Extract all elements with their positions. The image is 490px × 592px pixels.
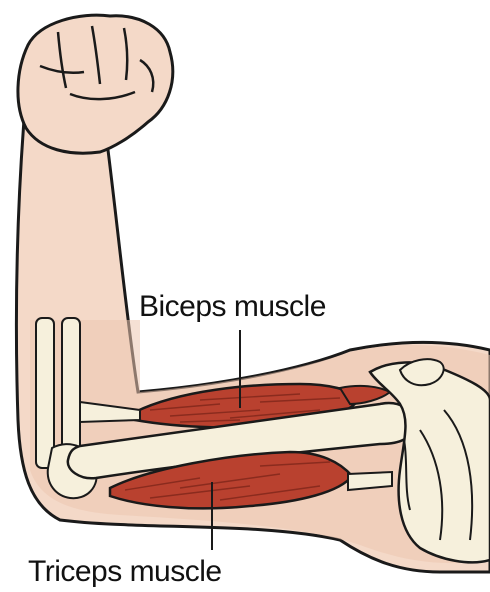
biceps-label: Biceps muscle — [139, 292, 326, 322]
fist-icon — [18, 15, 173, 153]
radius-bone — [36, 318, 54, 468]
triceps-tendon — [348, 472, 392, 490]
triceps-label: Triceps muscle — [28, 557, 222, 587]
